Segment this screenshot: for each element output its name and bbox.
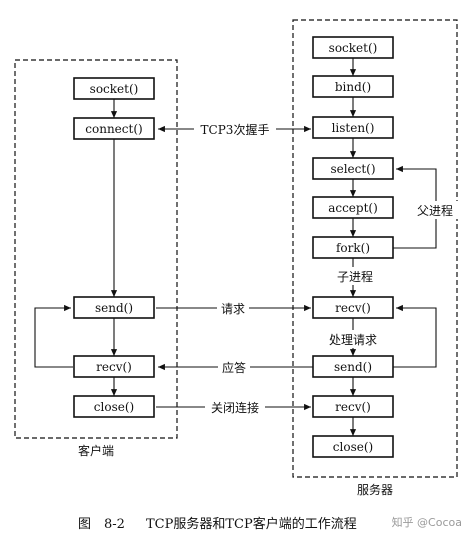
server-recv-box-1 [312, 296, 394, 319]
server-fork-label: fork() [336, 241, 370, 255]
child-process-label: 子进程 [337, 269, 373, 284]
server-send-box [312, 355, 394, 378]
server-close-box [312, 435, 394, 458]
client-region-label: 客户端 [78, 443, 114, 458]
handshake-label-bg [194, 120, 276, 138]
server-recv-box-2 [312, 395, 394, 418]
response-label: 应答 [222, 360, 246, 375]
server-request-loop [393, 304, 437, 368]
figure-number: 图 8-2 [78, 517, 125, 532]
parent-process-label-bg [412, 201, 458, 219]
process-request-label-bg [322, 330, 384, 348]
client-region [14, 59, 178, 439]
client-send-box [73, 296, 155, 319]
server-bind-box [312, 75, 394, 98]
server-close-label: close() [333, 440, 373, 454]
server-recv-label-2: recv() [335, 400, 371, 414]
server-socket-label: socket() [329, 41, 378, 55]
server-accept-label: accept() [328, 201, 378, 215]
server-socket-box [312, 36, 394, 59]
server-fork-box [312, 236, 394, 259]
client-socket-label: socket() [90, 82, 139, 96]
client-recv-label: recv() [96, 360, 132, 374]
server-select-box [312, 157, 394, 180]
client-send-label: send() [95, 301, 133, 315]
server-recv-label-1: recv() [335, 301, 371, 315]
client-close-box [73, 395, 155, 418]
server-accept-box [312, 196, 394, 219]
response-label-bg [218, 358, 250, 376]
handshake-label: TCP3次握手 [201, 122, 270, 137]
client-recv-box [73, 355, 155, 378]
server-listen-box [312, 116, 394, 139]
close-connection-label: 关闭连接 [211, 400, 259, 415]
close-connection-label-bg [205, 398, 265, 416]
server-bind-label: bind() [335, 80, 371, 94]
server-region [292, 19, 458, 478]
client-connect-box [73, 117, 155, 140]
client-socket-box [73, 77, 155, 100]
figure-title: TCP服务器和TCP客户端的工作流程 [146, 516, 357, 532]
client-loop [34, 304, 73, 368]
client-close-label: close() [94, 400, 134, 414]
client-connect-label: connect() [85, 122, 142, 136]
request-label: 请求 [221, 302, 245, 316]
request-label-bg [217, 299, 249, 317]
parent-process-label: 父进程 [417, 203, 453, 218]
process-request-label: 处理请求 [329, 333, 377, 347]
server-send-label: send() [334, 360, 372, 374]
watermark: 知乎 @Cocoa [392, 515, 462, 529]
child-process-label-bg [330, 267, 380, 285]
server-listen-label: listen() [332, 121, 375, 135]
server-select-label: select() [330, 162, 375, 176]
server-region-label: 服务器 [357, 482, 393, 497]
